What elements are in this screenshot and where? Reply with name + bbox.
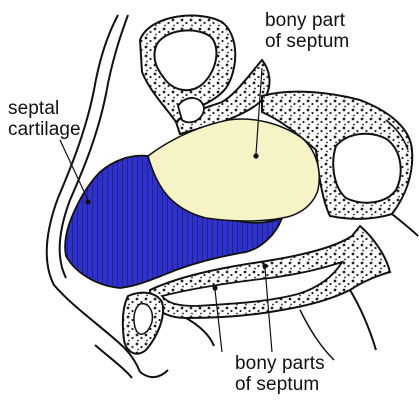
label-bony-parts-of-septum: bony parts of septum: [235, 353, 325, 395]
label-septal-cartilage: septal cartilage: [8, 98, 81, 140]
label-bony-part-of-septum: bony part of septum: [265, 10, 349, 52]
label-septal-line2: cartilage: [8, 119, 81, 140]
label-septal-line1: septal: [8, 98, 81, 119]
label-bony-part-line2: of septum: [265, 31, 349, 52]
frontal-sinus: [140, 16, 269, 134]
label-bony-parts-line1: bony parts: [235, 353, 325, 374]
anterior-nasal-spine: [123, 293, 163, 354]
label-bony-part-line1: bony part: [265, 10, 349, 31]
label-bony-parts-line2: of septum: [235, 374, 325, 395]
